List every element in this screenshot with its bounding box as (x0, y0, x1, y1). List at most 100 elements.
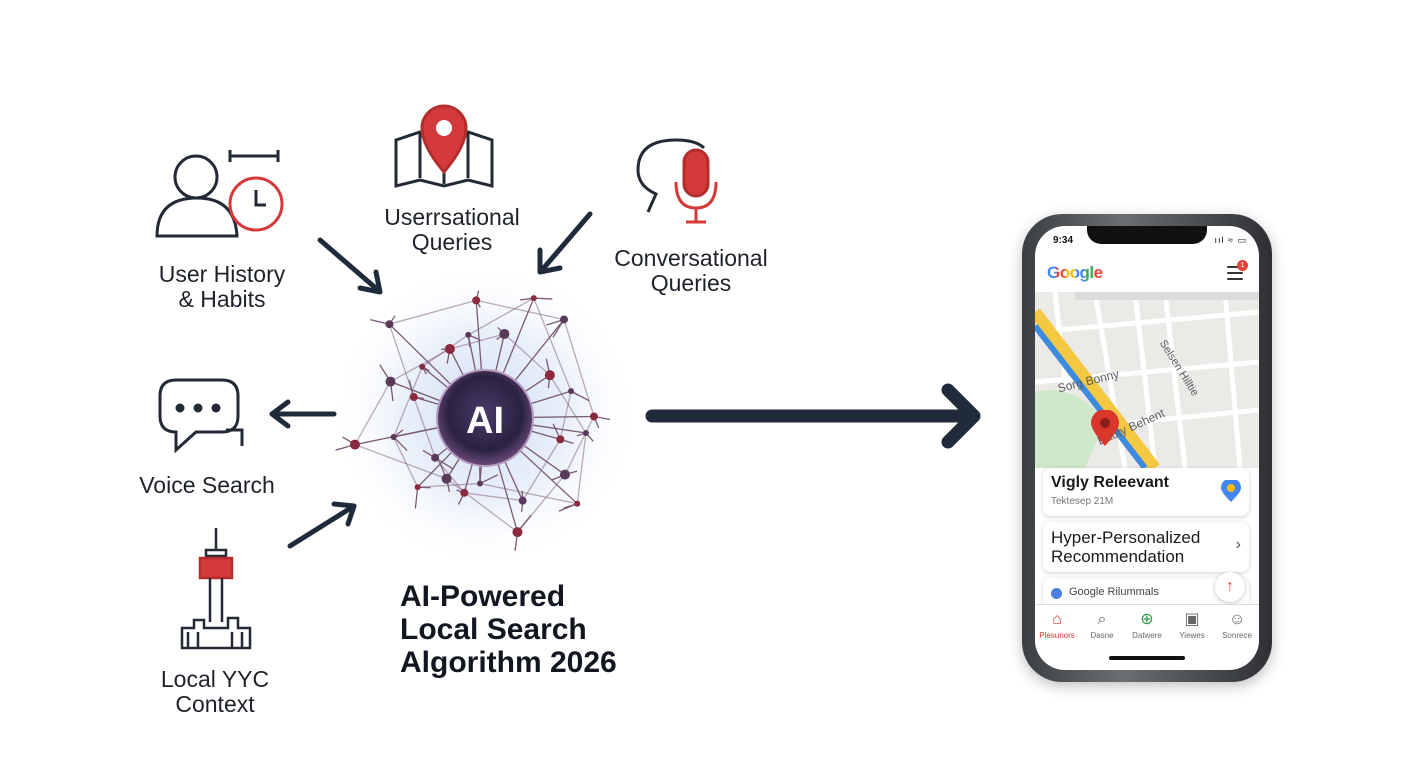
label-line: Context (175, 691, 255, 717)
network-node (349, 439, 360, 450)
network-link (576, 432, 587, 504)
nav-item-navigate[interactable]: ⊕ Datwere (1125, 609, 1169, 640)
network-node (589, 412, 598, 421)
label-line: Conversational (614, 245, 768, 271)
status-icons: ııl ≈ ▭ (1214, 235, 1247, 245)
nav-label: Plesunors (1039, 631, 1075, 640)
search-icon: ⌕ (1097, 611, 1107, 628)
nav-label: Datwere (1132, 631, 1162, 640)
network-node (556, 435, 565, 444)
nav-item-search[interactable]: ⌕ Dasne (1080, 609, 1124, 640)
network-link (393, 436, 408, 452)
chevron-right-icon: › (1235, 536, 1241, 553)
google-dot-icon (1051, 588, 1062, 599)
network-node (530, 295, 537, 302)
map-pin-icon (394, 104, 494, 188)
network-link (479, 474, 499, 485)
navigate-icon: ⊕ (1140, 611, 1154, 628)
network-node (409, 393, 418, 402)
network-node (568, 388, 575, 395)
network-link (467, 297, 535, 336)
title-line: Algorithm 2026 (400, 646, 617, 679)
network-node (465, 331, 472, 338)
network-node (476, 480, 483, 487)
network-link (417, 482, 481, 488)
network-node (512, 527, 523, 538)
network-link (388, 323, 415, 398)
menu-icon[interactable] (1227, 266, 1243, 280)
map-roads (1035, 291, 1259, 472)
label-local-yyc: Local YYC Context (130, 667, 300, 717)
network-node (431, 453, 440, 462)
network-link (564, 416, 595, 475)
nav-label: Sonrece (1222, 631, 1252, 640)
output-arrow (645, 383, 981, 449)
network-link (479, 482, 578, 505)
google-logo[interactable]: Google (1047, 263, 1103, 283)
status-time: 9:34 (1053, 235, 1074, 246)
scroll-up-button[interactable]: ↑ (1215, 572, 1245, 602)
network-node (390, 434, 397, 441)
google-result-text: Google Rilummals (1069, 586, 1159, 598)
network-node (560, 315, 569, 324)
network-link (476, 299, 565, 321)
network-node (559, 469, 570, 480)
google-result-card[interactable]: Google Rilummals (1043, 578, 1249, 608)
network-node (472, 296, 481, 305)
label-map-queries: Userrsational Queries (362, 205, 542, 255)
label-line: Queries (411, 229, 493, 255)
nav-label: Dasne (1090, 631, 1114, 640)
network-link (414, 487, 419, 509)
diagram-title: AI-Powered Local Search Algorithm 2026 (400, 580, 617, 679)
nav-item-home[interactable]: ⌂ Plesunors (1035, 609, 1079, 640)
network-link (464, 492, 523, 502)
label-line: Local YYC (160, 666, 270, 692)
network-node (444, 343, 455, 354)
profile-icon: ☺ (1228, 611, 1246, 628)
nav-label: Yiewes (1179, 631, 1205, 640)
network-node (385, 320, 394, 329)
result-subtitle: Tektesep 21M (1051, 496, 1114, 507)
network-node (574, 500, 581, 507)
user-clock-icon (155, 150, 284, 238)
nav-item-views[interactable]: ▣ Yiewes (1170, 609, 1214, 640)
ai-network (330, 260, 640, 570)
bookmark-icon: ▣ (1184, 611, 1200, 628)
label-voice-search: Voice Search (122, 473, 292, 498)
title-line: Local Search (400, 613, 587, 646)
notification-badge: 1 (1237, 260, 1248, 271)
network-link (446, 478, 518, 533)
network-link (354, 381, 392, 445)
network-node (414, 484, 421, 491)
phone-screen: 9:34 ııl ≈ ▭ Google 1 Sorg Bonny Eauty B… (1035, 226, 1259, 670)
chat-bubble-icon (158, 378, 244, 454)
network-link (533, 297, 572, 392)
map-pin-marker[interactable] (1091, 410, 1119, 448)
ai-core-label: AI (466, 400, 504, 442)
label-line: & Habits (178, 286, 266, 312)
assistant-icon (1221, 480, 1241, 502)
network-node (460, 488, 469, 497)
network-link (503, 333, 551, 376)
label-conversational-queries: Conversational Queries (596, 246, 786, 296)
nav-item-profile[interactable]: ☺ Sonrece (1215, 609, 1259, 640)
network-node (582, 429, 589, 436)
network-link (449, 333, 505, 350)
network-link (559, 391, 572, 440)
network-node (499, 328, 510, 339)
network-node (419, 363, 426, 370)
network-node (441, 473, 452, 484)
title-line: AI-Powered (400, 580, 566, 613)
home-icon: ⌂ (1052, 611, 1062, 628)
network-node (544, 370, 555, 381)
recommendation-line: Hyper-Personalized (1051, 528, 1201, 547)
result-card-relevant[interactable]: Vigly Releevant Tektesep 21M (1043, 468, 1249, 516)
network-link (393, 436, 419, 488)
label-line: Queries (650, 270, 732, 296)
network-link (533, 297, 553, 300)
bottom-nav: ⌂ Plesunors ⌕ Dasne ⊕ Datwere ▣ Yiewes ☺… (1035, 604, 1259, 651)
phone-notch (1087, 226, 1207, 244)
home-indicator (1109, 656, 1185, 660)
recommendation-card[interactable]: Hyper-Personalized Recommendation › (1043, 522, 1249, 572)
map-view[interactable]: Sorg Bonny Eauty Behent Selsen Hilltie (1035, 291, 1259, 472)
